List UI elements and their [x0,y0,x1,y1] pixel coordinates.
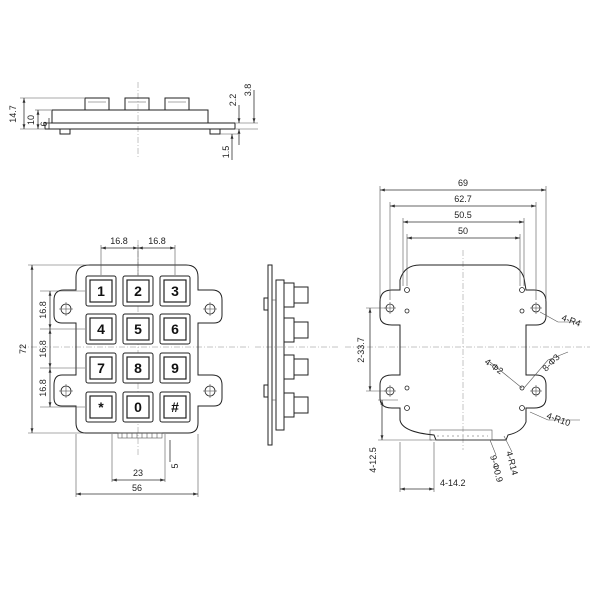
svg-text:8: 8 [134,360,142,376]
dim-pitch-h-2: 16.8 [148,236,166,246]
svg-text:#: # [171,399,179,415]
dim-back-4-r10: 4-R10 [545,410,571,428]
dim-back-2-33-7: 2-33.7 [356,337,366,363]
dim-height-72: 72 [18,344,28,354]
dim-back-69: 69 [458,178,468,188]
key-3[interactable]: 3 [159,275,191,307]
svg-text:0: 0 [134,399,142,415]
top-view: 14.7 10 6 2.2 3.8 1.5 [8,82,258,160]
key-7[interactable]: 7 [85,352,117,384]
svg-text:6: 6 [171,321,179,337]
dim-top-10: 10 [26,115,36,125]
key-4[interactable]: 4 [85,313,117,345]
dim-back-4-d2: 4-Φ2 [483,356,505,376]
key-star[interactable]: * [85,391,117,423]
key-1[interactable]: 1 [85,275,117,307]
dim-back-62-7: 62.7 [454,194,472,204]
dim-back-4-12-5: 4-12.5 [368,447,378,473]
dim-top-6: 6 [39,121,49,126]
front-view: 1 2 3 4 5 [18,236,250,497]
svg-text:2: 2 [134,283,142,299]
key-0[interactable]: 0 [122,391,154,423]
svg-text:4: 4 [97,321,105,337]
back-view: 69 62.7 50.5 50 2-33.7 4-R4 8-Φ3 4-Φ2 4-… [345,178,590,492]
dim-back-4-r4: 4-R4 [560,312,582,328]
key-6[interactable]: 6 [159,313,191,345]
dim-pitch-v-2: 16.8 [38,340,48,358]
key-5[interactable]: 5 [122,313,154,345]
key-2[interactable]: 2 [122,275,154,307]
dim-back-50: 50 [458,226,468,236]
svg-text:*: * [98,399,104,415]
dim-back-4-14-2: 4-14.2 [440,478,466,488]
dim-pitch-h-1: 16.8 [110,236,128,246]
svg-text:3: 3 [171,283,179,299]
svg-text:1: 1 [97,283,105,299]
key-8[interactable]: 8 [122,352,154,384]
dim-back-8-d3: 8-Φ3 [540,352,561,373]
dim-top-2-2: 2.2 [228,94,238,107]
connector-pins [117,432,163,439]
dim-back-9-d0-9: 9-Φ0.9 [488,454,505,483]
dim-pitch-v-1: 16.8 [38,301,48,319]
dim-connector-23: 23 [133,468,143,478]
dim-top-14-7: 14.7 [8,105,18,123]
dim-width-56: 56 [132,483,142,493]
dim-top-3-8: 3.8 [243,84,253,97]
dim-connector-offset-5: 5 [170,463,180,468]
side-view [255,264,340,446]
svg-text:5: 5 [134,321,142,337]
key-hash[interactable]: # [159,391,191,423]
dim-back-50-5: 50.5 [454,210,472,220]
key-grid: 1 2 3 4 5 [85,275,191,423]
svg-text:9: 9 [171,360,179,376]
key-9[interactable]: 9 [159,352,191,384]
dim-back-4-r14: 4-R14 [504,450,520,476]
svg-text:7: 7 [97,360,105,376]
dim-pitch-v-3: 16.8 [38,379,48,397]
dim-top-1-5: 1.5 [221,146,231,159]
